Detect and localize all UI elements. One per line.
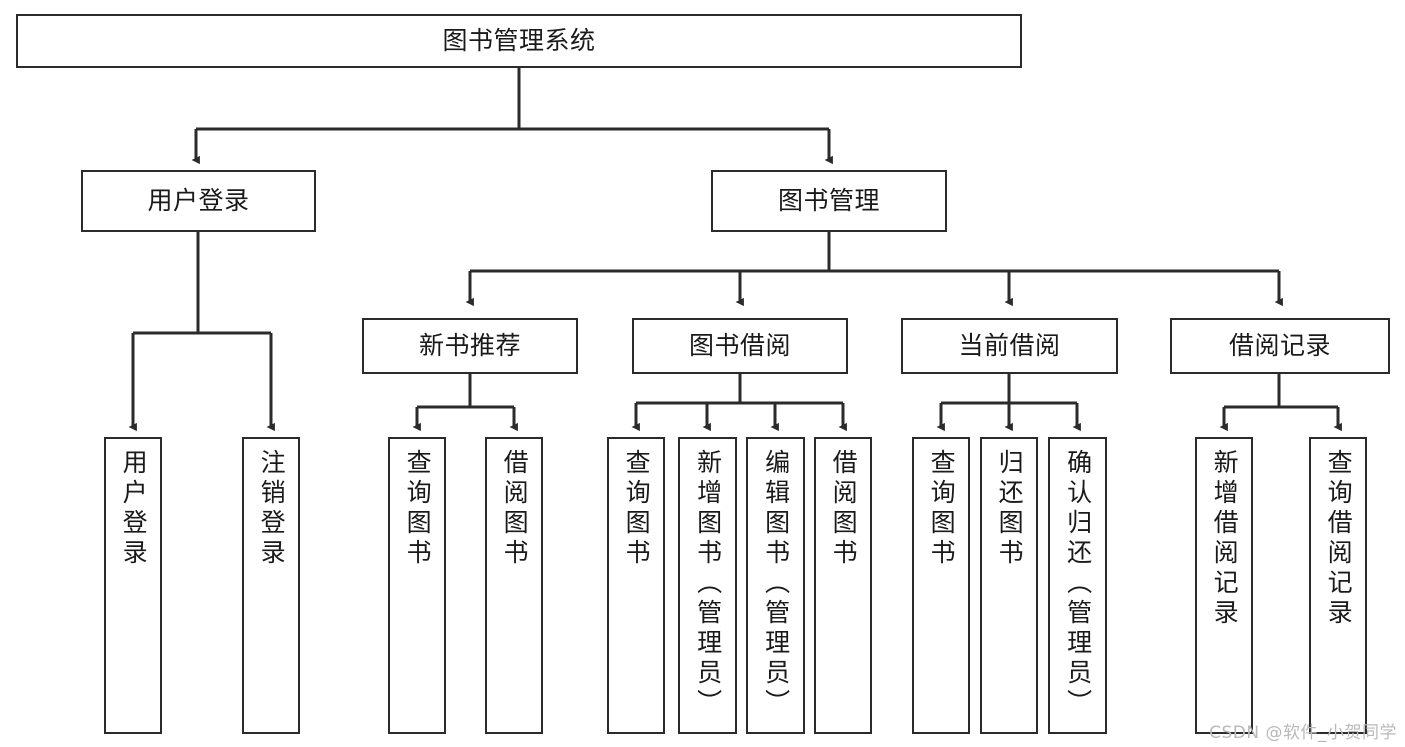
node-label: 新增借阅记录 [1210,449,1240,629]
leaf-borrow-book-recommend[interactable]: 借阅图书 [485,437,543,734]
node-root-system[interactable]: 图书管理系统 [16,14,1022,68]
node-label: 借阅图书 [829,449,859,569]
node-label: 图书管理 [777,186,880,216]
leaf-logout-login[interactable]: 注销登录 [242,437,300,734]
node-current-borrow[interactable]: 当前借阅 [901,318,1118,374]
node-label: 查询图书 [403,449,433,569]
node-label: 注销登录 [257,449,287,569]
node-label: 归还图书 [995,449,1025,569]
node-label: 确认归还（管理员） [1063,449,1093,719]
node-book-borrow[interactable]: 图书借阅 [632,318,848,374]
node-label: 用户登录 [119,449,149,569]
node-label: 编辑图书（管理员） [761,449,791,719]
leaf-borrow-book-borrow[interactable]: 借阅图书 [814,437,872,734]
leaf-query-borrow-record[interactable]: 查询借阅记录 [1309,437,1367,734]
node-label: 用户登录 [147,186,250,216]
node-label: 查询图书 [622,449,652,569]
node-borrow-record[interactable]: 借阅记录 [1170,318,1390,374]
leaf-query-book-current[interactable]: 查询图书 [912,437,970,734]
node-label: 图书管理系统 [442,26,596,56]
node-label: 借阅图书 [500,449,530,569]
leaf-edit-book-admin[interactable]: 编辑图书（管理员） [746,437,805,734]
node-label: 新书推荐 [418,331,521,361]
node-label: 图书借阅 [688,331,791,361]
watermark-credit: CSDN @软件_小贺同学 [1209,723,1397,743]
node-user-login[interactable]: 用户登录 [81,170,316,232]
node-label: 查询图书 [927,449,957,569]
leaf-confirm-return-admin[interactable]: 确认归还（管理员） [1048,437,1107,734]
node-new-book-recommend[interactable]: 新书推荐 [362,318,578,374]
node-label: 当前借阅 [958,331,1061,361]
node-label: 查询借阅记录 [1324,449,1354,629]
leaf-return-book[interactable]: 归还图书 [980,437,1038,734]
node-book-manage[interactable]: 图书管理 [711,170,947,232]
node-label: 借阅记录 [1228,331,1331,361]
leaf-query-book-borrow[interactable]: 查询图书 [607,437,665,734]
leaf-add-borrow-record[interactable]: 新增借阅记录 [1195,437,1253,734]
leaf-user-login[interactable]: 用户登录 [104,437,162,734]
leaf-add-book-admin[interactable]: 新增图书（管理员） [678,437,737,734]
node-label: 新增图书（管理员） [693,449,723,719]
leaf-query-book-recommend[interactable]: 查询图书 [388,437,446,734]
